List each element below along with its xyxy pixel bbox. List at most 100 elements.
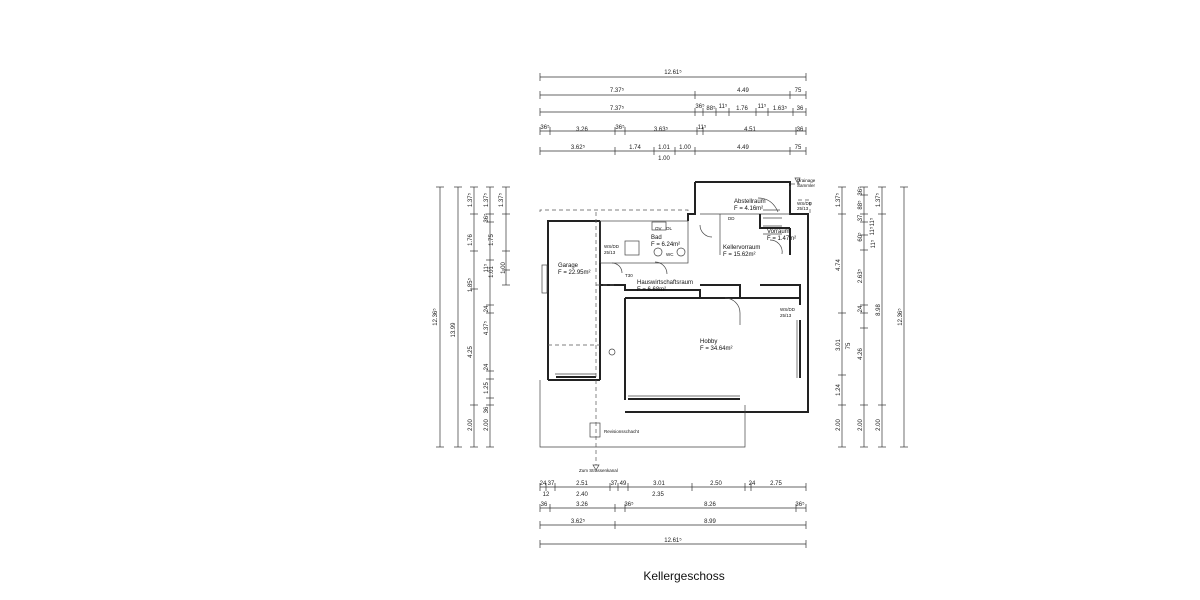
dim-bottom-0-0: 24 xyxy=(540,481,547,487)
dim-top-2-5: 11⁵ xyxy=(758,103,767,110)
dim-right-3-0: 12.36⁵ xyxy=(897,308,904,326)
dim-left-1-0: 13.99 xyxy=(451,322,457,338)
top-dimensions: 12.61⁵ 7.37⁵ 4.49 75 7.37⁵ 36⁵ 88⁵ 11⁵ 1… xyxy=(539,69,807,162)
annotation-wsdd-3: WS/DD xyxy=(780,307,796,312)
dim-bottom-0-5: 3.01 xyxy=(653,481,665,487)
dim-left-2-3: 4.25 xyxy=(468,346,474,358)
dim-bottom-1-1: 2.40 xyxy=(576,492,588,498)
drawing-caption: Kellergeschoss xyxy=(643,569,724,583)
dim-bottom-2-3: 8.26 xyxy=(704,502,716,508)
dim-top-4-0: 3.62⁵ xyxy=(571,144,586,151)
dim-right-2-1: 11⁵ xyxy=(869,217,876,226)
dim-left-0-0: 12.36⁵ xyxy=(432,308,439,326)
annotation-dd: DD xyxy=(728,216,735,221)
annotation-drainage: Drainage xyxy=(797,178,816,183)
annotation-t30: T30 xyxy=(625,273,633,278)
dim-left-3-0: 1.37⁵ xyxy=(483,192,490,207)
annotation-drainage-b: Sammler xyxy=(797,183,816,188)
dim-top-3-1: 3.26 xyxy=(576,127,588,133)
dim-right-1-1: 88⁵ xyxy=(857,200,864,210)
dim-left-4-3: 1.00 xyxy=(501,262,507,274)
dim-bottom-0-4: 49 xyxy=(620,481,627,487)
room-bad-area: F = 6.24m² xyxy=(651,242,680,248)
dim-left-2-0: 1.37⁵ xyxy=(467,192,474,207)
dim-left-4-2: 1.01 xyxy=(489,266,495,278)
annotations: WS/DD 25/13 WS/DD 25/13 WS/DD 25/13 T30 … xyxy=(579,178,816,473)
dim-right-1-3: 60⁵ xyxy=(857,232,864,242)
dim-right-1-5: 2.63⁵ xyxy=(857,268,864,283)
dim-bottom-2-4: 36⁵ xyxy=(795,501,805,508)
dim-top-2-0: 7.37⁵ xyxy=(610,105,625,112)
dim-top-4-2: 1.01 xyxy=(658,145,670,151)
dim-bottom-0-3: 37 xyxy=(611,481,618,487)
dim-top-4-3: 1.00 xyxy=(679,145,691,151)
dim-top-2-4: 1.76 xyxy=(736,106,748,112)
dim-top-3-0: 36⁵ xyxy=(540,124,550,131)
dim-left-3-7: 36 xyxy=(484,406,490,413)
dim-top-1-2: 75 xyxy=(795,88,802,94)
dim-bottom-0-2: 2.51 xyxy=(576,481,588,487)
dim-right-1-7: 75 xyxy=(846,342,852,349)
drainage-arrow-icon xyxy=(592,464,600,471)
room-vorraum-area: F = 1.47m² xyxy=(767,236,796,242)
room-abstellraum-name: Abstellraum xyxy=(734,199,766,205)
room-kellervorraum-name: Kellervorraum xyxy=(723,245,760,251)
dim-top-2-1: 36⁵ xyxy=(695,103,705,110)
dim-right-0-1: 4.74 xyxy=(836,259,842,271)
room-hobby-area: F = 34.64m² xyxy=(700,346,733,352)
dim-right-1-8: 4.26 xyxy=(858,348,864,360)
dim-bottom-4-0: 12.61⁵ xyxy=(664,537,682,544)
annotation-revisionsschacht: Revisionsschacht xyxy=(604,429,640,434)
dim-right-1-9: 2.00 xyxy=(858,419,864,431)
dim-right-0-3: 1.24 xyxy=(836,384,842,396)
bottom-dimensions: 24 37 2.51 37 49 3.01 2.50 24 2.75 12 2.… xyxy=(539,481,807,548)
dim-bottom-0-8: 2.75 xyxy=(770,481,782,487)
annotation-wsdd-1: WS/DD xyxy=(604,244,620,249)
dim-top-2-6: 1.63⁵ xyxy=(773,105,788,112)
left-dimensions: 12.36⁵ 13.99 1.37⁵ 1.76 1.85⁵ 4.25 2.00 … xyxy=(432,186,510,448)
dim-top-2-3: 11⁵ xyxy=(719,103,728,110)
dim-top-3-4: 11⁵ xyxy=(698,124,707,131)
dim-right-1-0: 36⁵ xyxy=(857,186,864,196)
room-hauswirtschaftsraum-name: Hauswirtschaftsraum xyxy=(637,280,693,286)
dim-right-0-2: 3.01 xyxy=(836,339,842,351)
dim-bottom-2-1: 3.26 xyxy=(576,502,588,508)
dim-top-1-0: 7.37⁵ xyxy=(610,87,625,94)
dim-left-3-6: 1.25 xyxy=(484,382,490,394)
dim-bottom-0-6: 2.50 xyxy=(710,481,722,487)
annotation-wsdd-2: WS/DD xyxy=(797,201,813,206)
room-hauswirtschaftsraum-area: F = 6.68m² xyxy=(637,287,666,293)
annotation-ol: OL xyxy=(666,226,673,231)
dim-top-3-2: 36⁵ xyxy=(615,124,625,131)
dim-left-4-1: 1.75 xyxy=(489,234,495,246)
dim-right-2-2: 11⁵ xyxy=(869,226,876,235)
dim-top-5-0: 1.00 xyxy=(658,156,670,162)
right-dimensions: 1.37⁵ 4.74 3.01 1.24 2.00 36⁵ 88⁵ 37 60⁵… xyxy=(835,186,908,448)
dim-left-3-3: 24 xyxy=(484,305,490,312)
dim-right-0-0: 1.37⁵ xyxy=(835,192,842,207)
dim-top-0-0: 12.61⁵ xyxy=(664,69,682,76)
dim-top-4-5: 75 xyxy=(795,145,802,151)
dim-bottom-0-1: 37 xyxy=(548,481,555,487)
dim-right-2-3: 8.98 xyxy=(876,304,882,316)
dim-right-2-0: 1.37⁵ xyxy=(875,192,882,207)
dim-right-1-2: 37 xyxy=(858,214,864,221)
dim-bottom-3-0: 3.62⁵ xyxy=(571,518,586,525)
dim-left-3-1: 36⁵ xyxy=(483,213,490,223)
dim-bottom-3-1: 8.99 xyxy=(704,519,716,525)
dim-right-1-4: 11⁵ xyxy=(870,239,877,248)
dim-left-2-2: 1.85⁵ xyxy=(467,277,474,292)
room-bad-name: Bad xyxy=(651,235,662,241)
room-garage-area: F = 22.95m² xyxy=(558,270,591,276)
dim-left-2-4: 2.00 xyxy=(468,419,474,431)
dim-bottom-1-2: 2.35 xyxy=(652,492,664,498)
dim-left-3-4: 4.37⁵ xyxy=(483,320,490,335)
dim-top-1-1: 4.49 xyxy=(737,88,749,94)
dim-right-2-4: 2.00 xyxy=(876,419,882,431)
annotation-wc: WC xyxy=(666,252,674,257)
dim-left-3-5: 24 xyxy=(484,363,490,370)
dim-right-0-4: 2.00 xyxy=(836,419,842,431)
dim-bottom-2-2: 36⁵ xyxy=(624,501,634,508)
